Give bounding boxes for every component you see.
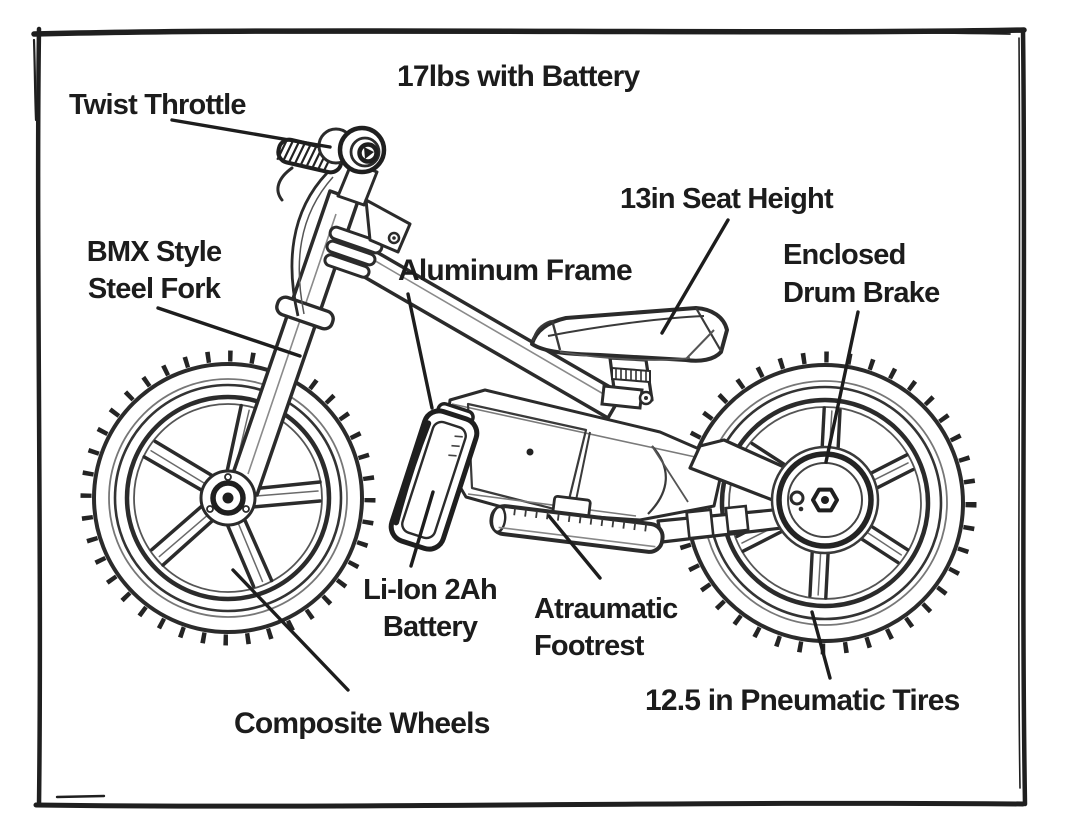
callout-twist-throttle: Twist Throttle bbox=[69, 89, 247, 121]
leader-steel-fork bbox=[156, 306, 302, 358]
callout-steel-fork-line1: BMX Style bbox=[86, 236, 222, 268]
callout-pneumatic-tires: 12.5 in Pneumatic Tires bbox=[645, 684, 960, 717]
seat-post bbox=[600, 356, 654, 410]
callout-footrest-line1: Atraumatic bbox=[534, 593, 678, 625]
callout-drum-brake-line2: Drum Brake bbox=[783, 277, 940, 309]
callout-steel-fork-line2: Steel Fork bbox=[87, 273, 221, 305]
leader-aluminum-frame bbox=[406, 292, 434, 410]
weight-note: 17lbs with Battery bbox=[397, 60, 640, 93]
sketch-border bbox=[31, 26, 1028, 809]
callout-drum-brake-line1: Enclosed bbox=[783, 239, 906, 271]
callout-footrest-line2: Footrest bbox=[534, 630, 644, 662]
battery-pack bbox=[388, 401, 480, 552]
callout-battery-line2: Battery bbox=[382, 611, 478, 643]
battery-box bbox=[441, 388, 724, 522]
handlebar-throttle bbox=[276, 125, 412, 317]
callout-battery-line1: Li-Ion 2Ah bbox=[363, 574, 498, 606]
leader-drum-brake bbox=[824, 310, 860, 464]
front-hub bbox=[199, 469, 257, 527]
leader-lines bbox=[156, 118, 860, 692]
leader-twist-throttle bbox=[170, 118, 332, 149]
seat bbox=[530, 306, 729, 363]
callout-aluminum-frame: Aluminum Frame bbox=[398, 254, 633, 287]
leader-battery bbox=[409, 490, 435, 568]
drum-brake bbox=[770, 445, 880, 555]
leader-pneumatic-tires bbox=[810, 610, 832, 680]
callout-seat-height: 13in Seat Height bbox=[620, 183, 834, 215]
leader-footrest bbox=[547, 514, 602, 580]
callout-composite-wheels: Composite Wheels bbox=[234, 707, 490, 740]
leader-seat-height bbox=[660, 218, 730, 335]
leader-composite-wheels bbox=[231, 568, 350, 692]
footrest bbox=[489, 494, 665, 554]
fork bbox=[227, 189, 360, 497]
